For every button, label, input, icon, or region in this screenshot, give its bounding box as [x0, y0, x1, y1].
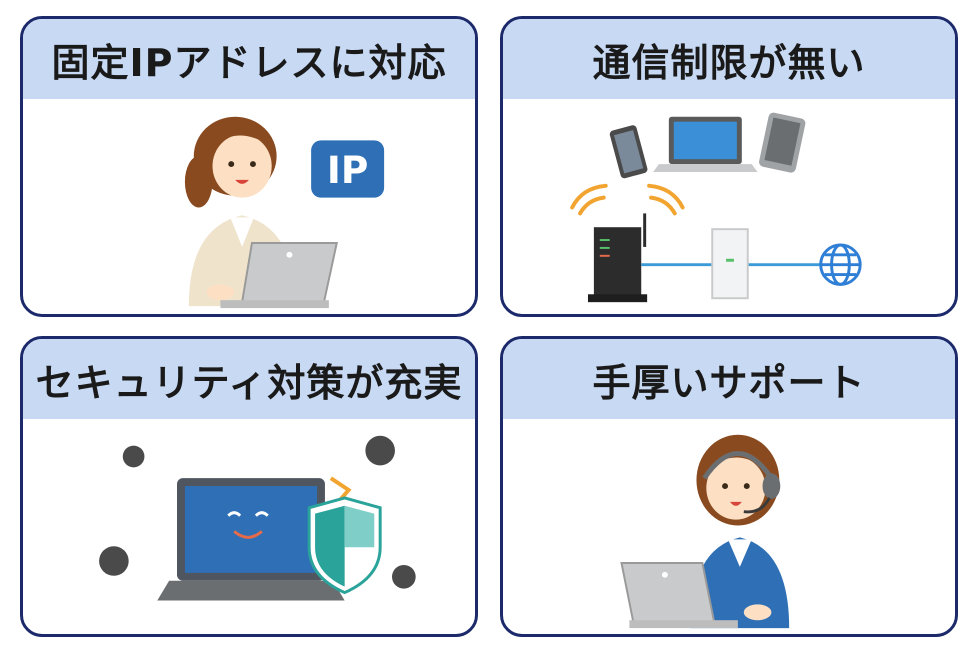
router-icon [587, 213, 648, 303]
card-no-limits: 通信制限が無い [500, 16, 958, 317]
network-illustration [570, 112, 862, 303]
smartphone-icon [609, 125, 648, 179]
laptop-icon [157, 478, 345, 601]
card-fixed-ip: 固定IPアドレスに対応 IP [20, 16, 478, 317]
shield-icon [307, 496, 382, 595]
jacket [690, 537, 790, 629]
laptop-icon [220, 242, 338, 309]
card-title: 手厚いサポート [592, 360, 866, 405]
card-header: 通信制限が無い [503, 19, 955, 99]
security-illustration [99, 435, 416, 601]
card-security: セキュリティ対策が充実 [20, 336, 478, 637]
card-header: 手厚いサポート [503, 339, 955, 419]
ip-badge-label: IP [327, 148, 368, 192]
laptop-icon [620, 562, 738, 629]
virus-icon [99, 435, 416, 589]
face [706, 456, 766, 520]
laptop-icon [653, 116, 758, 172]
ponytail [184, 156, 213, 208]
globe-icon [819, 243, 862, 286]
tablet-icon [759, 112, 806, 173]
headset-icon [702, 451, 781, 514]
card-header: 固定IPアドレスに対応 [23, 19, 475, 99]
wifi-signal-icon [570, 183, 685, 216]
card-support: 手厚いサポート [500, 336, 958, 637]
card-title: 固定IPアドレスに対応 [51, 40, 447, 85]
woman-at-laptop-illustration: IP [184, 116, 385, 309]
card-title: 通信制限が無い [592, 40, 866, 85]
face [212, 134, 272, 198]
card-title: セキュリティ対策が充実 [35, 360, 463, 405]
onu-device-icon [711, 228, 749, 300]
card-header: セキュリティ対策が充実 [23, 339, 475, 419]
ip-badge-icon: IP [311, 140, 385, 198]
support-operator-illustration [620, 434, 790, 629]
